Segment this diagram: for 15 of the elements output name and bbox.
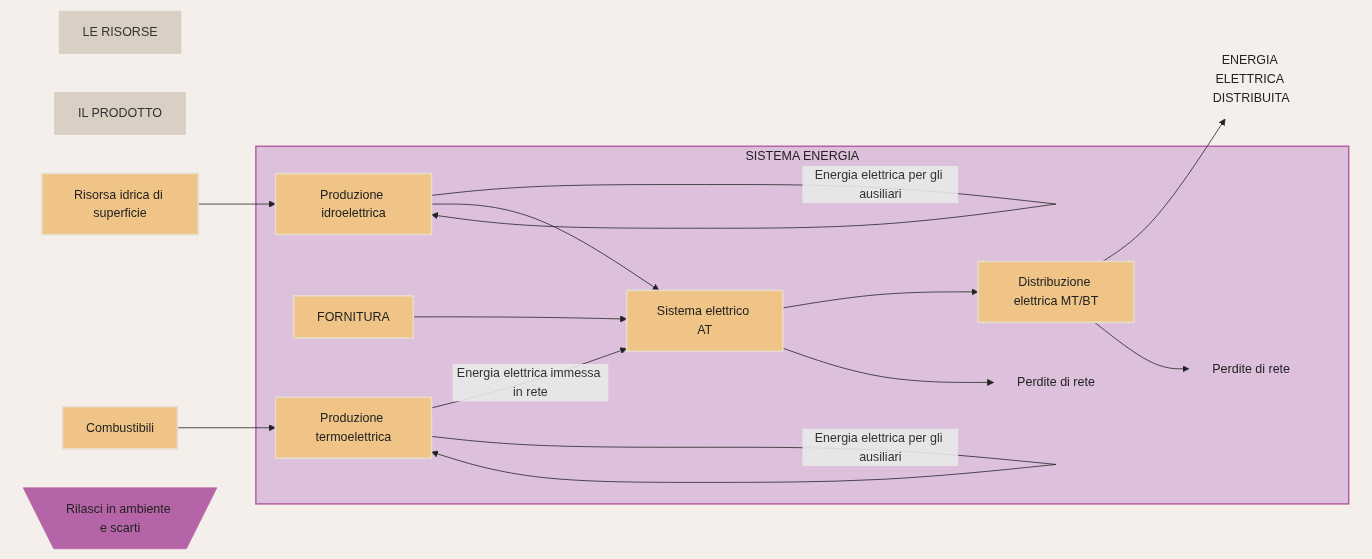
node-box: Combustibili [61, 405, 179, 450]
edge-label: Energia elettrica immessa in rete [456, 365, 601, 398]
node-box: Produzione termoelettrica [274, 396, 433, 459]
node-box: Produzione idroelettrica [274, 172, 433, 235]
node-box: LE RISORSE [58, 10, 182, 54]
node-text: Perdite di rete [1017, 374, 1095, 389]
edge-label: Energia elettrica per gli ausiliari [814, 430, 943, 463]
node-box: Risorsa idrica di superficie [41, 172, 199, 235]
node-box: Sistema elettrico AT [625, 289, 784, 352]
node-text: Perdite di rete [1212, 361, 1291, 375]
edge-label: Energia elettrica per gli ausiliari [814, 167, 943, 200]
node-text: ENERGIA ELETTRICA DISTRIBUITA [1212, 52, 1290, 104]
node-box: IL PRODOTTO [54, 91, 186, 135]
node-box: FORNITURA [292, 294, 415, 339]
node-box: Distribuzione elettrica MT/BT [977, 260, 1135, 323]
